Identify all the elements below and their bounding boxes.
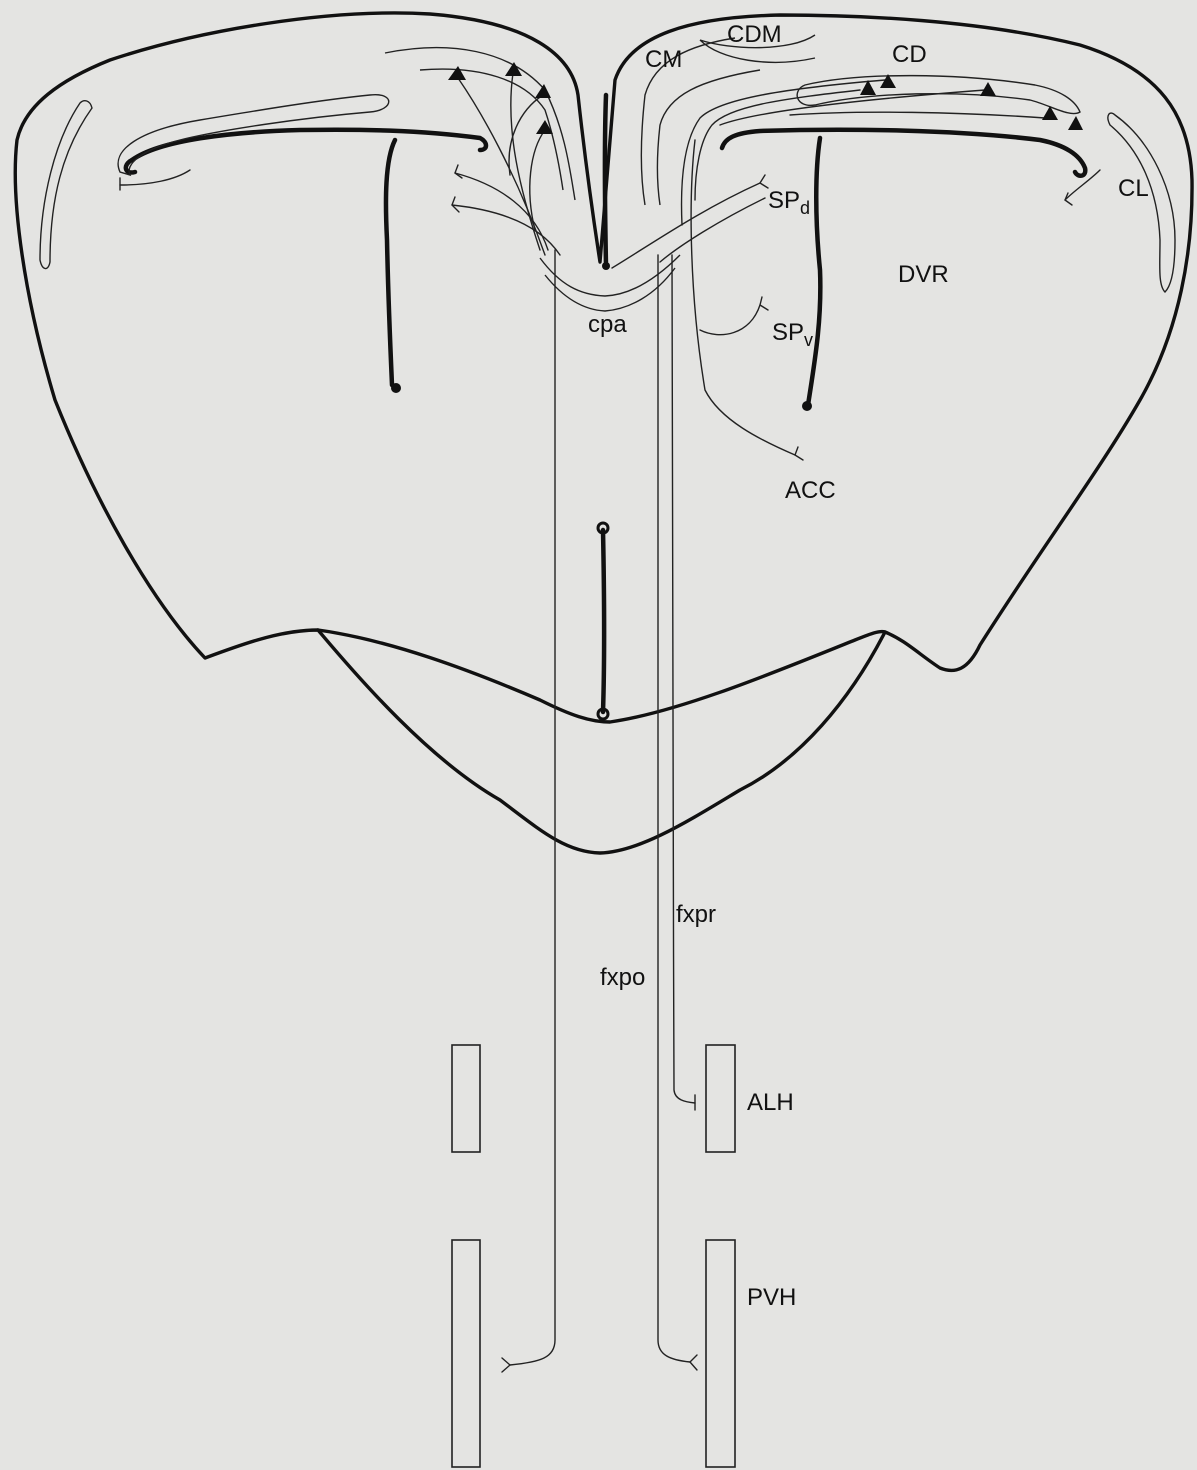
neuron-triangle-8 [1042, 106, 1058, 120]
ventricle-left-end [391, 383, 401, 393]
fiber-left-to-terminal-b [452, 205, 560, 255]
fiber-right-to-spd [612, 183, 760, 268]
band-dorsal-left [118, 95, 389, 175]
alh-box-left [452, 1045, 480, 1152]
fiber-left-to-terminal-a [455, 173, 548, 250]
label-spd: SPd [768, 187, 810, 218]
terminal-pvh-left [502, 1358, 510, 1372]
ventricle-right-horizontal [722, 130, 1085, 176]
label-spv: SPv [772, 319, 813, 350]
hypothalamic-boxes [452, 1045, 735, 1467]
label-cl: CL [1118, 175, 1149, 202]
terminal-spd [760, 175, 768, 188]
pvh-box-left [452, 1240, 480, 1467]
neuron-triangle-3 [535, 84, 551, 98]
band-lateral-left [40, 101, 92, 269]
label-spd-sub: d [800, 198, 810, 218]
neuron-triangle-9 [1068, 116, 1083, 130]
ventricles [126, 95, 1085, 719]
fiber-tri-3 [509, 95, 543, 175]
terminal-acc [795, 447, 803, 460]
label-spv-sub: v [804, 330, 813, 350]
ventricle-right-end [802, 401, 812, 411]
band-lateral-right [1108, 113, 1175, 292]
band-cpa-outer [540, 255, 680, 296]
label-spv-main: SP [772, 319, 804, 346]
ventricle-right-vertical [808, 138, 820, 405]
cell-bodies [448, 62, 1083, 134]
ventricle-left-vertical [386, 140, 395, 385]
fiber-to-spv [700, 305, 760, 335]
label-fxpo: fxpo [600, 964, 645, 991]
label-fxpr: fxpr [676, 901, 716, 928]
label-acc: ACC [785, 477, 836, 504]
label-cm: CM [645, 46, 682, 73]
terminal-left-a [455, 165, 462, 178]
label-dvr: DVR [898, 261, 949, 288]
band-cm-inner [657, 70, 760, 205]
label-spd-main: SP [768, 187, 800, 214]
alh-box-right [706, 1045, 735, 1152]
labels: CM CDM CD CL SPd DVR cpa SPv ACC fxpr fx… [588, 21, 1149, 1311]
neuron-triangle-1 [448, 66, 466, 80]
ventricle-midline [605, 95, 606, 265]
fiber-tri-4 [530, 130, 545, 230]
terminal-pvh-right [690, 1355, 697, 1370]
fiber-right-dorsal-4 [790, 112, 1045, 118]
tract-fxpo [510, 250, 555, 1365]
tract-fxpr-left [658, 255, 690, 1362]
label-pvh: PVH [747, 1284, 796, 1311]
ventricle-left-horizontal [132, 130, 486, 160]
ventricle-third [603, 530, 604, 712]
band-cpa-inner [545, 268, 675, 311]
ventricle-midline-end [602, 262, 610, 270]
neuron-triangle-7 [980, 82, 996, 96]
terminal-spv [760, 297, 768, 310]
pvh-box-right [706, 1240, 735, 1467]
label-cd: CD [892, 41, 927, 68]
label-alh: ALH [747, 1089, 794, 1116]
label-cdm: CDM [727, 21, 782, 48]
label-cpa: cpa [588, 311, 627, 338]
band-dorsal-right [797, 76, 1080, 114]
tract-fxpr-right [672, 255, 695, 1103]
